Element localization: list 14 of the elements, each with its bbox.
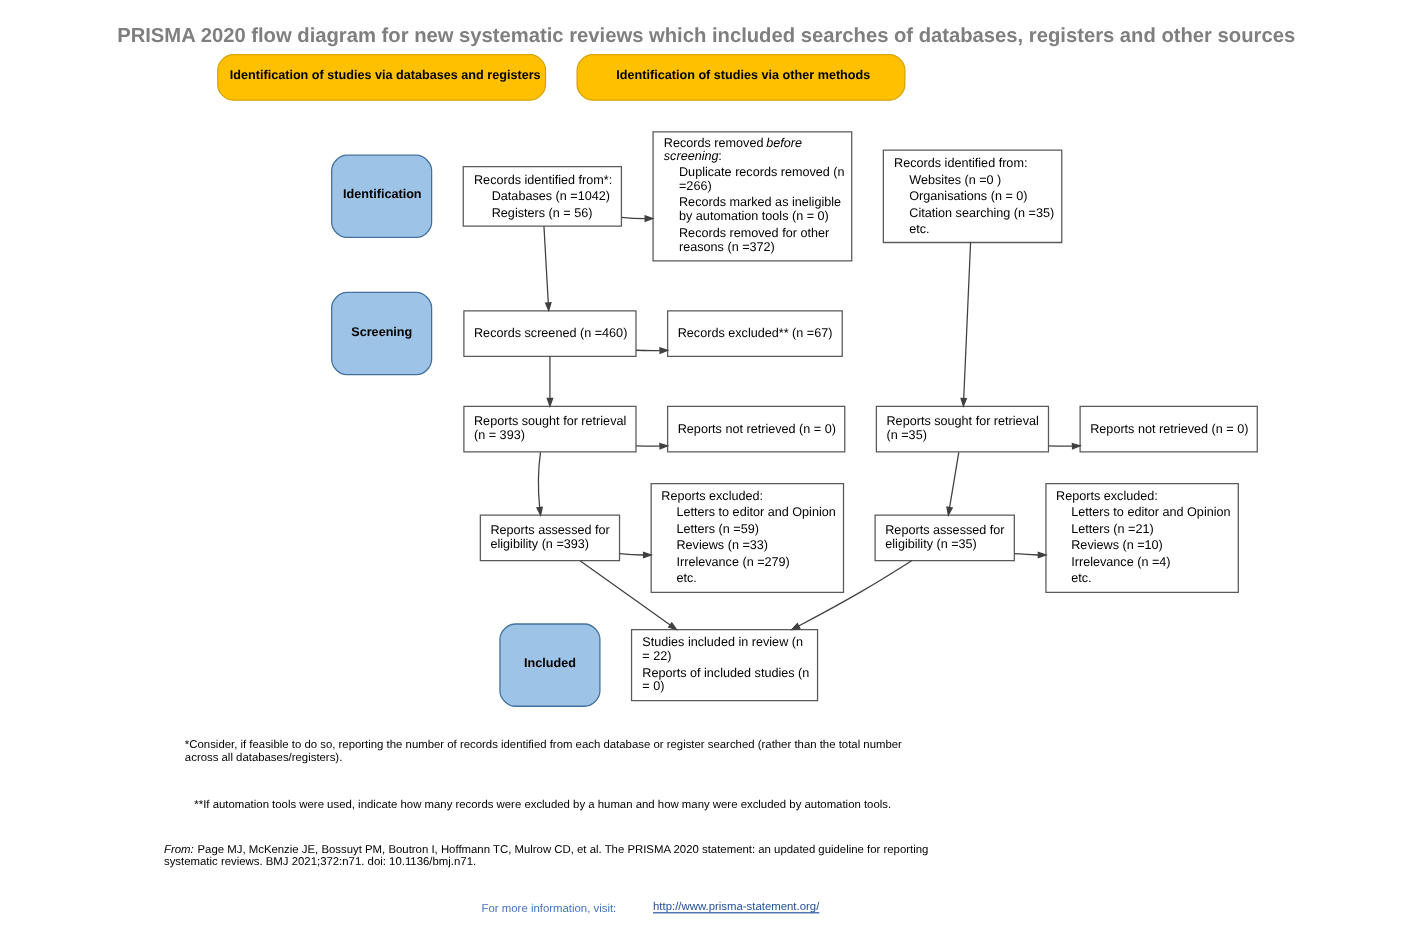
arrow <box>619 215 654 223</box>
arrow <box>578 560 677 631</box>
arrow <box>542 225 551 313</box>
arrow <box>634 347 669 355</box>
arrow <box>545 355 553 409</box>
arrow <box>1047 442 1081 450</box>
arrow <box>634 442 669 450</box>
arrow <box>535 451 543 517</box>
arrow <box>618 551 653 559</box>
diagram-title: PRISMA 2020 flow diagram for new systematic reviews which included searches of databases, registers and other sources <box>116 25 1295 48</box>
arrow <box>945 451 959 517</box>
arrow <box>959 241 971 408</box>
arrow <box>1012 551 1047 559</box>
arrow <box>789 560 912 631</box>
